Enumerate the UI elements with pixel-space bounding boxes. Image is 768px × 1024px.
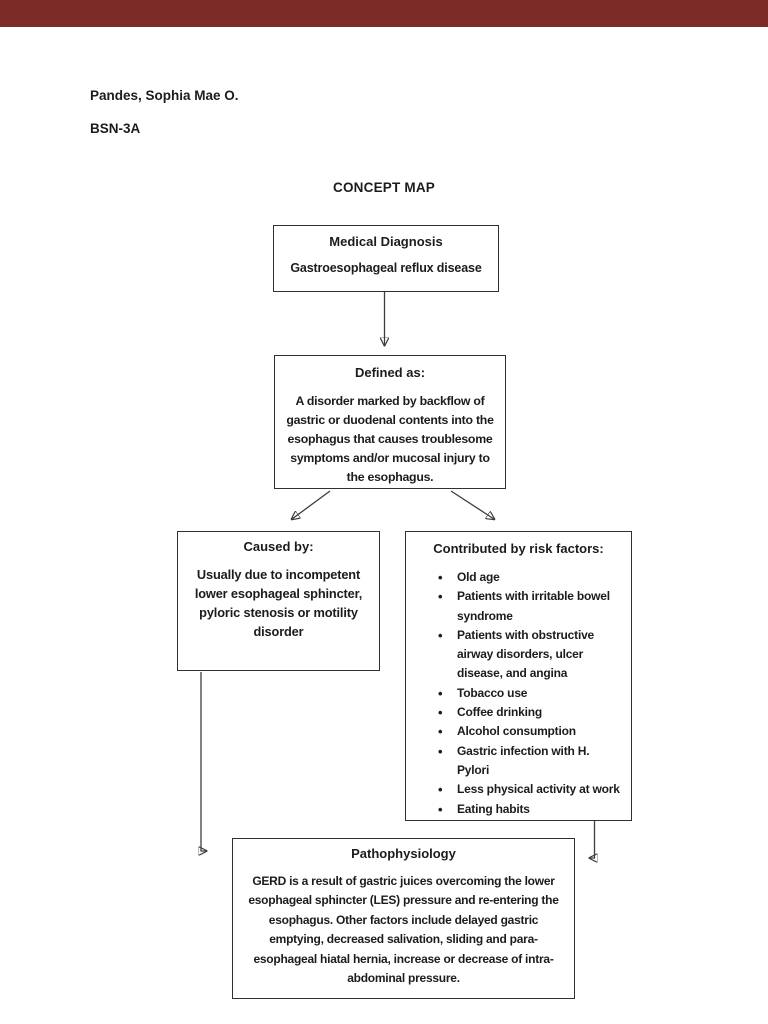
connector-caused-by-to-pathophysiology [201,672,206,851]
risk-factor-item: Gastric infection with H. Pylori [438,742,621,781]
defined-as-heading: Defined as: [354,365,426,380]
risk-factor-item: Tobacco use [438,684,621,704]
risk-factors-heading: Contributed by risk factors: [433,541,604,556]
viewer-top-bar [0,0,768,27]
caused-by-body: Usually due to incompetent lower esophag… [194,567,363,639]
medical-diagnosis-body: Gastroesophageal reflux disease [290,261,482,275]
class-section: BSN-3A [90,121,141,136]
author-name: Pandes, Sophia Mae O. [90,88,239,103]
pathophysiology-heading: Pathophysiology [351,846,456,861]
risk-factor-item: Less physical activity at work [438,780,621,800]
risk-factor-item: Eating habits [438,800,621,820]
medical-diagnosis-box: Medical Diagnosis Gastroesophageal reflu… [273,225,499,292]
risk-factor-item: Patients with obstructive airway disorde… [438,626,621,684]
medical-diagnosis-heading: Medical Diagnosis [329,234,443,249]
risk-factor-item: Coffee drinking [438,703,621,723]
risk-factors-box: Contributed by risk factors: Old agePati… [405,531,632,821]
pathophysiology-body: GERD is a result of gastric juices overc… [248,874,559,986]
risk-factor-item: Alcohol consumption [438,722,621,742]
connector-risk-factors-to-pathophysiology [590,821,595,858]
risk-factor-item: Old age [438,568,621,588]
caused-by-box: Caused by: Usually due to incompetent lo… [177,531,380,671]
arrow-definition-to-risk-factors [450,490,494,519]
defined-as-body: A disorder marked by backflow of gastric… [286,394,494,484]
arrow-definition-to-caused-by [292,490,331,519]
risk-factor-item: Patients with irritable bowel syndrome [438,587,621,626]
risk-factor-list: Old agePatients with irritable bowel syn… [416,568,621,819]
pathophysiology-box: Pathophysiology GERD is a result of gast… [232,838,575,999]
page-title: CONCEPT MAP [333,180,435,195]
defined-as-box: Defined as: A disorder marked by backflo… [274,355,506,489]
caused-by-heading: Caused by: [243,539,314,554]
